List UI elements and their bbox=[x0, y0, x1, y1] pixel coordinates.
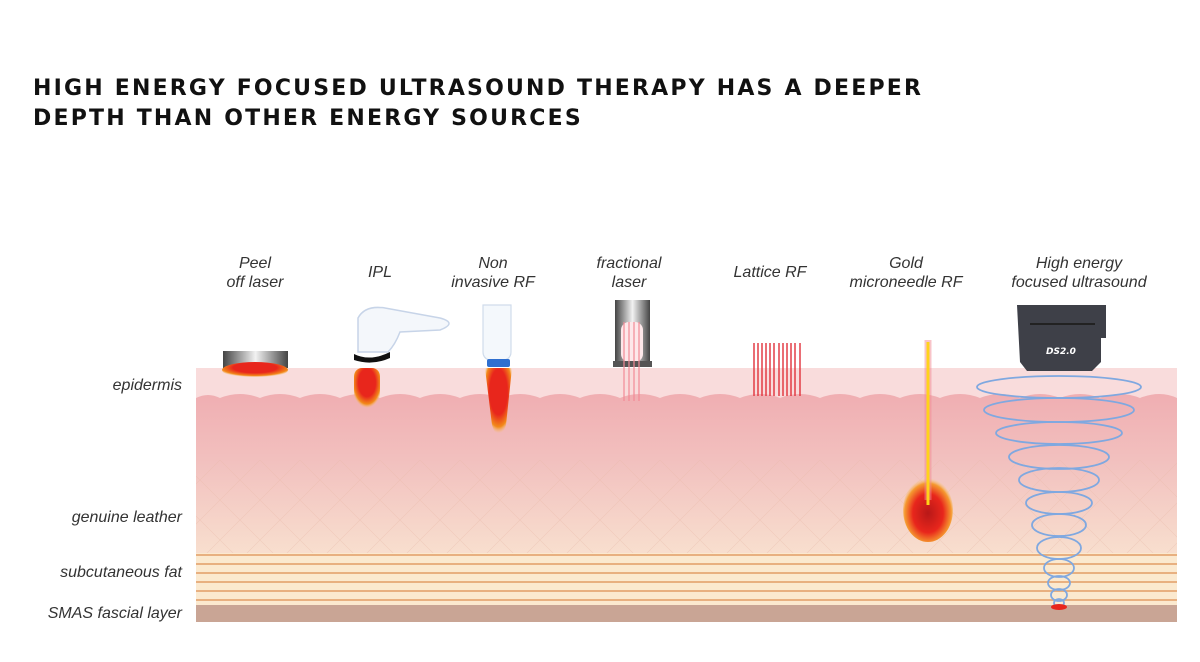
label-smas: SMAS fascial layer bbox=[48, 605, 183, 622]
ultrasound-wave-ring bbox=[1050, 588, 1068, 602]
ultrasound-wave-ring bbox=[1008, 444, 1110, 470]
ultrasound-waves bbox=[976, 375, 1142, 608]
device-label-fractional: fractional bbox=[597, 255, 662, 272]
title-line-1: HIGH ENERGY FOCUSED ULTRASOUND THERAPY H… bbox=[33, 76, 924, 101]
fat-layer bbox=[196, 553, 1177, 605]
device-label-gold: Gold bbox=[889, 255, 924, 272]
device-label-hifu-2: focused ultrasound bbox=[1011, 274, 1147, 291]
epidermis-layer bbox=[196, 368, 1177, 398]
lattice-rf-icon bbox=[753, 343, 801, 396]
gold-microneedle-icon bbox=[903, 340, 953, 542]
device-label-fractional-2: laser bbox=[612, 274, 647, 291]
ipl-handpiece-icon bbox=[354, 306, 450, 410]
diagram-title: HIGH ENERGY FOCUSED ULTRASOUND THERAPY H… bbox=[33, 74, 923, 134]
device-label-gold-2: microneedle RF bbox=[850, 274, 964, 291]
title-line-2: DEPTH THAN OTHER ENERGY SOURCES bbox=[33, 106, 583, 131]
ultrasound-focal-point bbox=[1051, 604, 1067, 610]
fractional-laser-icon bbox=[613, 300, 652, 401]
device-label-rf: Non bbox=[478, 255, 507, 272]
device-label-hifu: High energy bbox=[1036, 255, 1123, 272]
rf-handpiece-icon bbox=[482, 304, 512, 437]
label-dermis: genuine leather bbox=[72, 509, 183, 526]
device-label-ipl: IPL bbox=[368, 264, 392, 281]
device-label-rf-2: invasive RF bbox=[451, 274, 536, 291]
label-epidermis: epidermis bbox=[113, 377, 182, 394]
ultrasound-wave-ring bbox=[1043, 558, 1075, 578]
ultrasound-wave-ring bbox=[1031, 513, 1087, 537]
peel-laser-device-icon bbox=[222, 351, 288, 378]
label-fat: subcutaneous fat bbox=[60, 564, 182, 581]
device-label-peel-2: off laser bbox=[227, 274, 285, 291]
smas-layer bbox=[196, 605, 1177, 622]
ultrasound-wave-ring bbox=[995, 421, 1123, 445]
device-label-lattice: Lattice RF bbox=[734, 264, 808, 281]
dermis-mesh bbox=[196, 460, 1177, 555]
hifu-device-icon: DS2.0 bbox=[1017, 305, 1106, 371]
fat-lines bbox=[196, 554, 1177, 601]
hifu-device-label: DS2.0 bbox=[1046, 347, 1076, 357]
device-label-peel: Peel bbox=[239, 255, 271, 272]
ultrasound-wave-ring bbox=[1047, 575, 1071, 591]
